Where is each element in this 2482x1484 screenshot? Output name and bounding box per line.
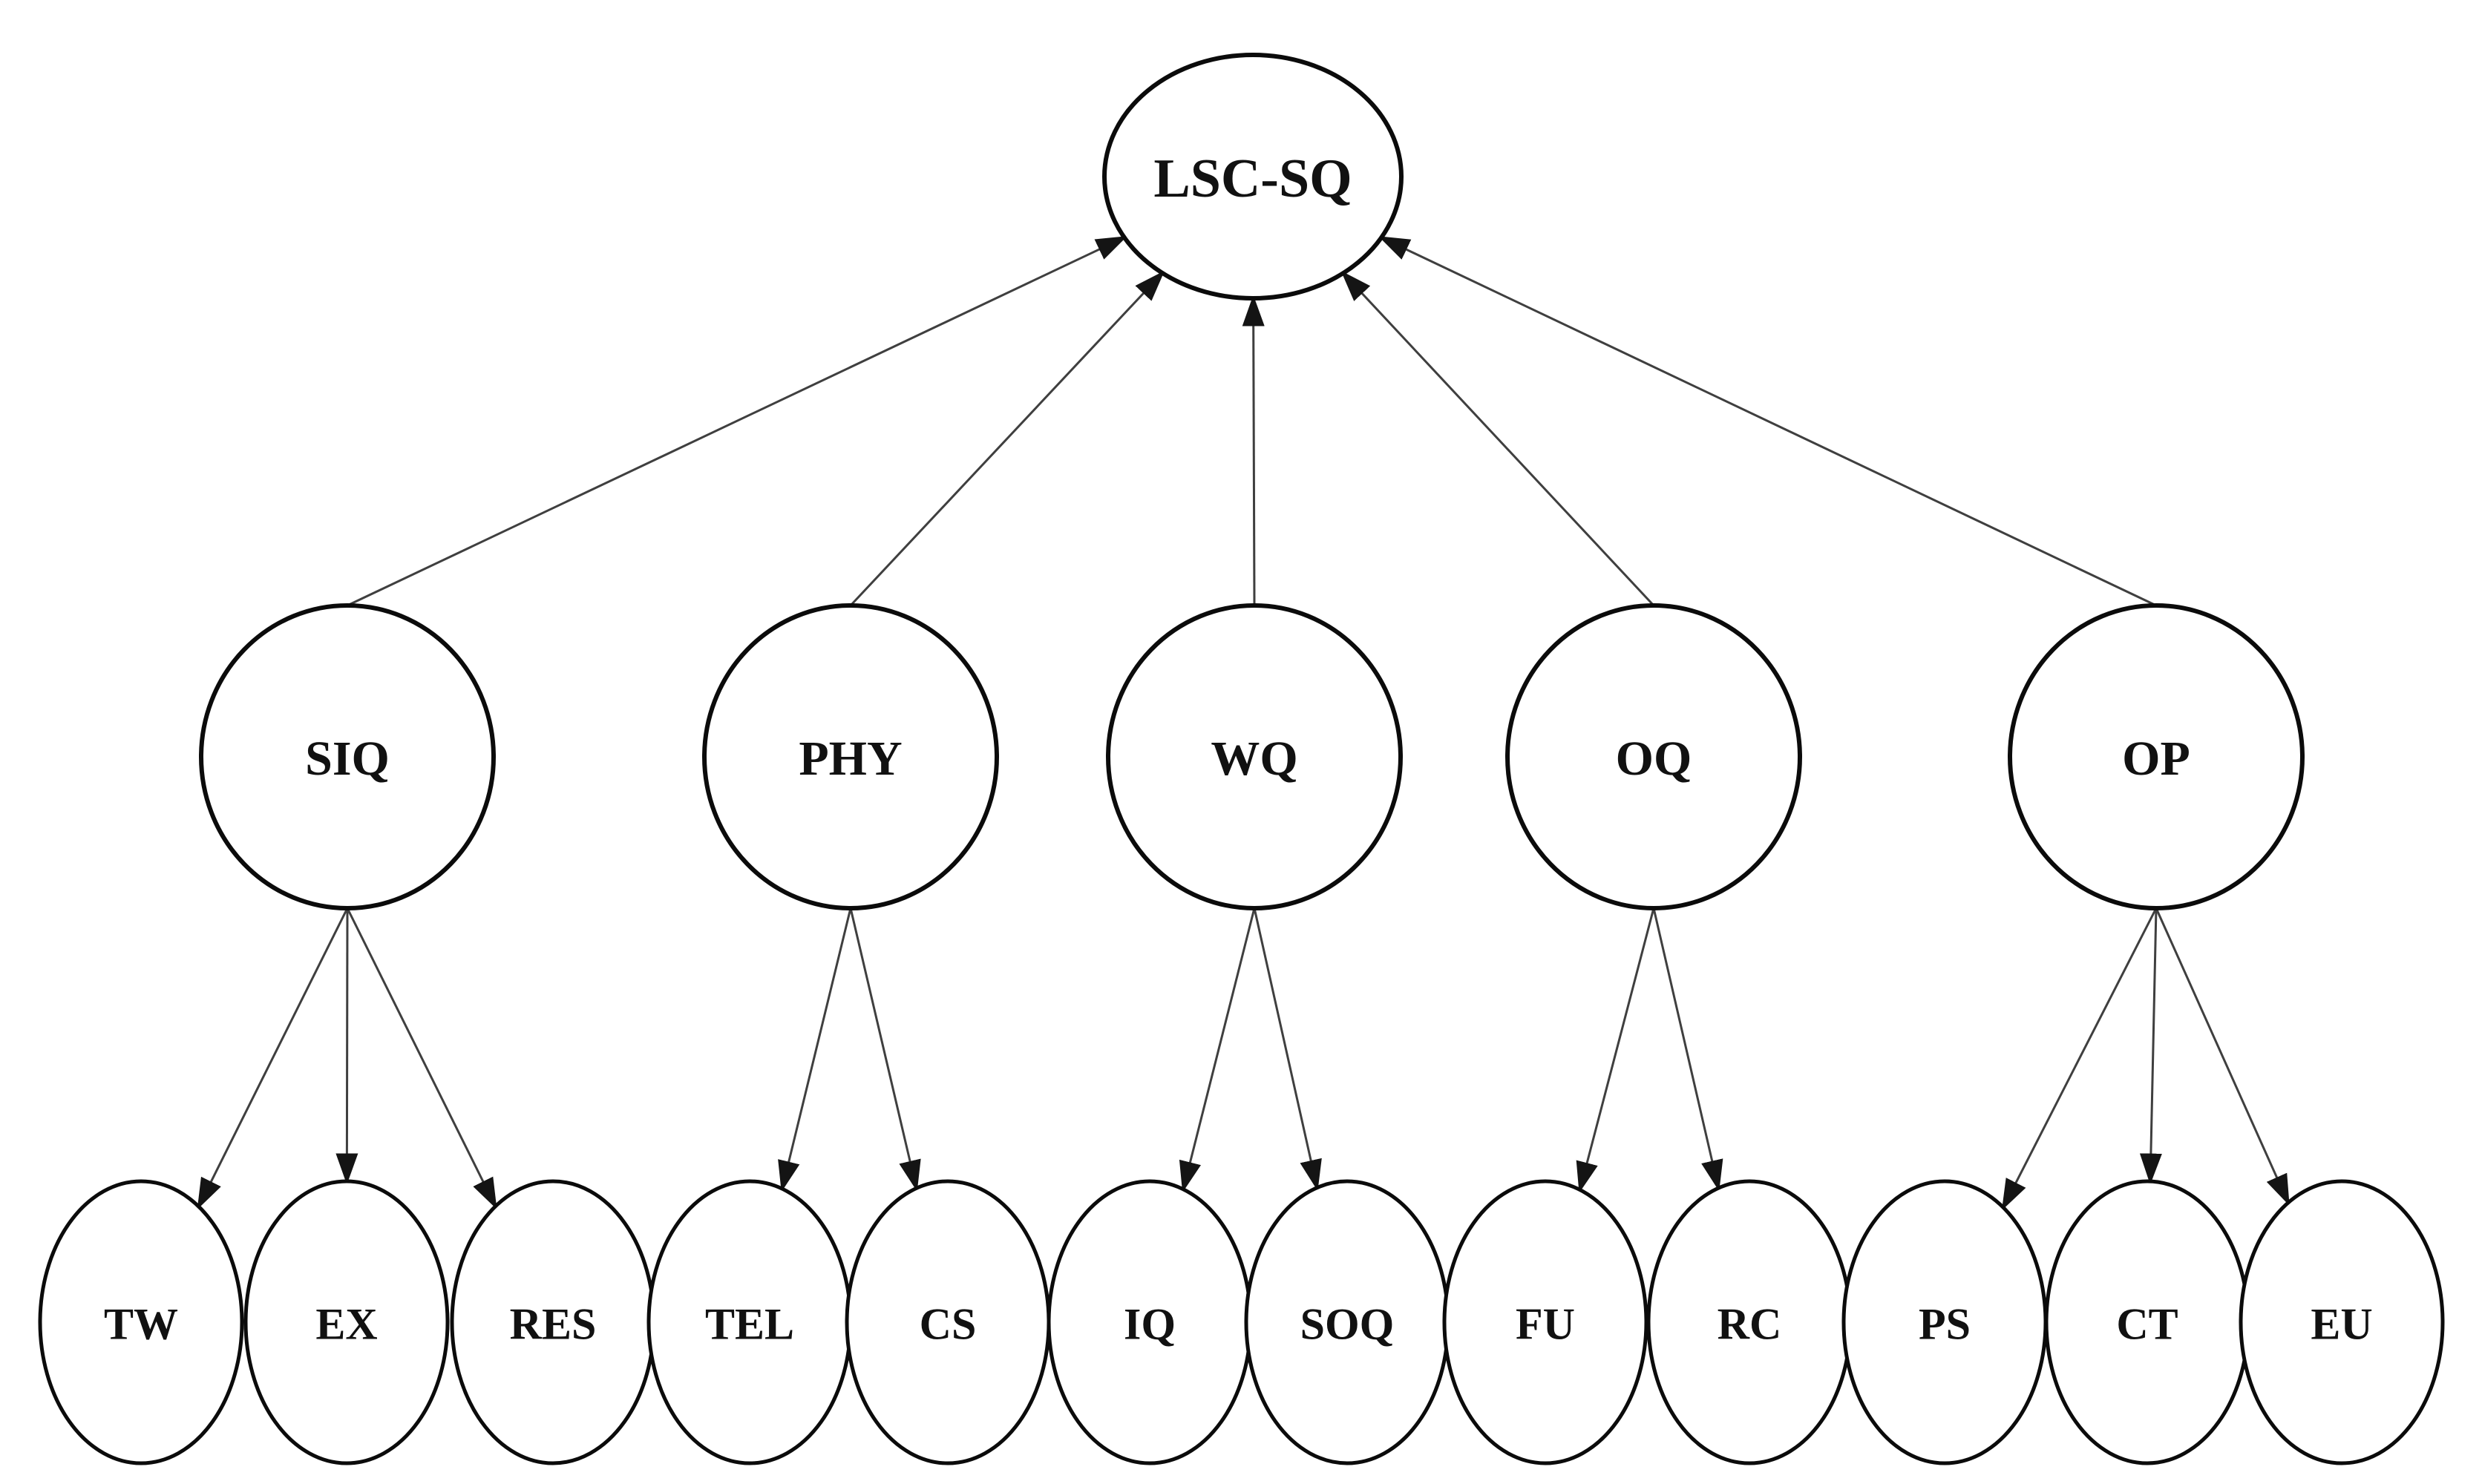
node-ellipse-WQ <box>1106 603 1403 910</box>
node-label-OP: OP <box>2122 732 2190 786</box>
edge-SIQ-RES <box>346 907 497 1209</box>
node-ellipse-SIQ <box>199 603 496 910</box>
node-RES: RES <box>450 1179 656 1465</box>
node-OQ: OQ <box>1505 603 1802 910</box>
node-ellipse-OQ <box>1505 603 1802 910</box>
edge-OP-EU <box>2155 907 2290 1206</box>
node-EU: EU <box>2239 1179 2445 1465</box>
edge-layer <box>197 236 2290 1211</box>
node-CT: CT <box>2044 1179 2250 1465</box>
edge-OP-PS <box>2001 907 2158 1211</box>
edge-PHY-CS <box>849 907 921 1192</box>
edge-WQ-SOQ <box>1253 907 1322 1192</box>
edge-WQ-IQ <box>1179 907 1256 1193</box>
node-label-PS: PS <box>1919 1299 1971 1348</box>
node-ellipse-EX <box>243 1179 450 1465</box>
edge-SIQ-TW <box>197 907 349 1210</box>
node-IQ: IQ <box>1047 1179 1253 1465</box>
node-ellipse-PHY <box>702 603 999 910</box>
node-EX: EX <box>243 1179 450 1465</box>
edge-SIQ-LSC-SQ <box>347 236 1127 607</box>
edge-OP-CT <box>2139 907 2162 1185</box>
node-label-FU: FU <box>1516 1299 1575 1348</box>
node-PHY: PHY <box>702 603 999 910</box>
edge-PHY-TEL <box>778 907 852 1192</box>
node-ellipse-TW <box>38 1179 244 1465</box>
node-TW: TW <box>38 1179 244 1465</box>
node-PS: PS <box>1841 1179 2048 1465</box>
node-label-CS: CS <box>920 1299 977 1348</box>
node-RC: RC <box>1646 1179 1853 1465</box>
node-layer: LSC-SQ SIQ PHY WQ OQ OP TW EX RES TEL CS IQ SOQ FU RC P… <box>38 53 2445 1465</box>
node-SIQ: SIQ <box>199 603 496 910</box>
node-FU: FU <box>1442 1179 1648 1465</box>
node-label-TW: TW <box>104 1299 178 1348</box>
node-label-EU: EU <box>2311 1299 2372 1348</box>
node-SOQ: SOQ <box>1244 1179 1450 1465</box>
edge-OP-LSC-SQ <box>1378 236 2157 607</box>
node-label-IQ: IQ <box>1124 1299 1176 1348</box>
edge-PHY-LSC-SQ <box>849 270 1165 607</box>
node-CS: CS <box>845 1179 1051 1465</box>
node-label-LSC-SQ: LSC-SQ <box>1153 148 1352 209</box>
node-label-WQ: WQ <box>1211 732 1297 786</box>
edge-OQ-FU <box>1576 907 1655 1193</box>
node-label-PHY: PHY <box>799 732 902 786</box>
node-label-SIQ: SIQ <box>305 732 390 786</box>
node-OP: OP <box>2008 603 2305 910</box>
node-ellipse-LSC-SQ <box>1102 53 1404 301</box>
node-ellipse-OP <box>2008 603 2305 910</box>
node-label-CT: CT <box>2116 1299 2178 1348</box>
node-label-RES: RES <box>510 1299 597 1348</box>
node-label-EX: EX <box>315 1299 377 1348</box>
node-TEL: TEL <box>646 1179 853 1465</box>
node-label-OQ: OQ <box>1616 732 1692 786</box>
node-ellipse-EU <box>2239 1179 2445 1465</box>
node-ellipse-FU <box>1442 1179 1648 1465</box>
node-label-TEL: TEL <box>705 1299 794 1348</box>
node-LSC-SQ: LSC-SQ <box>1102 53 1404 301</box>
node-label-SOQ: SOQ <box>1300 1299 1395 1348</box>
edge-OQ-RC <box>1652 907 1723 1192</box>
node-WQ: WQ <box>1106 603 1403 910</box>
node-label-RC: RC <box>1718 1299 1782 1348</box>
edge-OQ-LSC-SQ <box>1340 270 1655 607</box>
